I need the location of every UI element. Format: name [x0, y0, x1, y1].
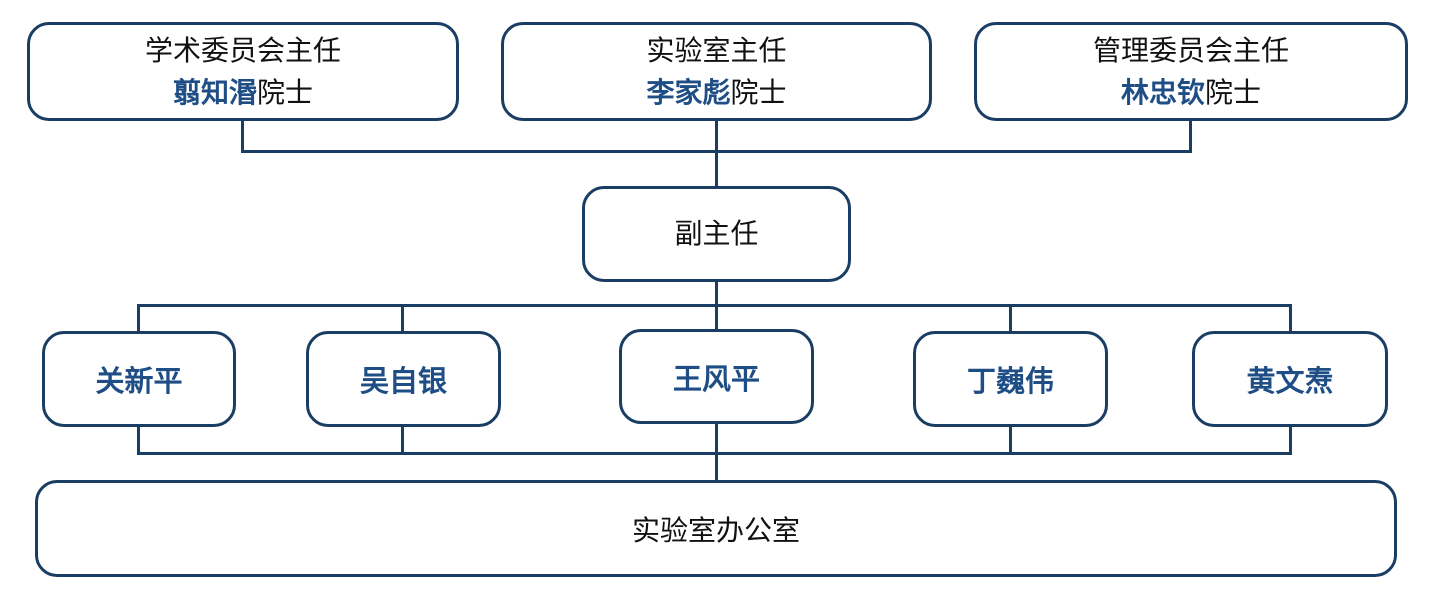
deputy-box: 关新平 — [42, 331, 236, 427]
deputy-name: 黄文焘 — [1246, 364, 1334, 398]
connector-deputy-4-bottom — [1009, 425, 1012, 455]
director-person: 翦知湣院士 — [173, 72, 313, 114]
connector-deputy-2-bottom — [401, 425, 404, 455]
connector-mid-horizontal — [137, 304, 1292, 307]
director-name: 林忠钦 — [1120, 75, 1205, 109]
deputy-name: 王风平 — [672, 361, 760, 396]
connector-deputy-4-top — [1009, 304, 1012, 332]
deputy-name: 丁巍伟 — [966, 364, 1054, 398]
deputy-director-box: 副主任 — [582, 186, 851, 282]
connector-deputy-1-top — [137, 304, 140, 332]
management-committee-director-box: 管理委员会主任 林忠钦院士 — [974, 22, 1408, 121]
director-person: 李家彪院士 — [646, 72, 786, 114]
director-title: 院士 — [1205, 75, 1262, 109]
deputy-name: 吴自银 — [359, 364, 447, 398]
deputy-box: 吴自银 — [306, 331, 501, 427]
deputy-box: 黄文焘 — [1192, 331, 1388, 427]
director-role: 实验室主任 — [646, 33, 787, 67]
director-name: 李家彪 — [646, 75, 731, 109]
connector-center-director — [715, 120, 718, 188]
lab-office-box: 实验室办公室 — [35, 480, 1397, 577]
connector-deputy-2-top — [401, 304, 404, 332]
director-person: 林忠钦院士 — [1121, 72, 1261, 114]
director-title: 院士 — [257, 75, 314, 109]
director-title: 院士 — [730, 75, 787, 109]
director-role: 管理委员会主任 — [1092, 33, 1289, 67]
deputy-box: 丁巍伟 — [913, 331, 1108, 427]
deputy-director-label: 副主任 — [674, 217, 759, 250]
academic-committee-director-box: 学术委员会主任 翦知湣院士 — [27, 22, 459, 121]
deputy-name: 关新平 — [95, 364, 183, 398]
connector-deputy-5-bottom — [1289, 425, 1292, 455]
connector-bottom-horizontal — [137, 452, 1292, 455]
director-name: 翦知湣 — [172, 75, 257, 109]
lab-director-box: 实验室主任 李家彪院士 — [501, 22, 932, 121]
lab-office-label: 实验室办公室 — [631, 513, 800, 547]
connector-left-director — [241, 120, 244, 153]
director-role: 学术委员会主任 — [144, 33, 341, 67]
deputy-box: 王风平 — [619, 329, 814, 424]
connector-right-director — [1189, 120, 1192, 153]
connector-deputy-5-top — [1289, 304, 1292, 332]
connector-deputy-1-bottom — [137, 425, 140, 455]
